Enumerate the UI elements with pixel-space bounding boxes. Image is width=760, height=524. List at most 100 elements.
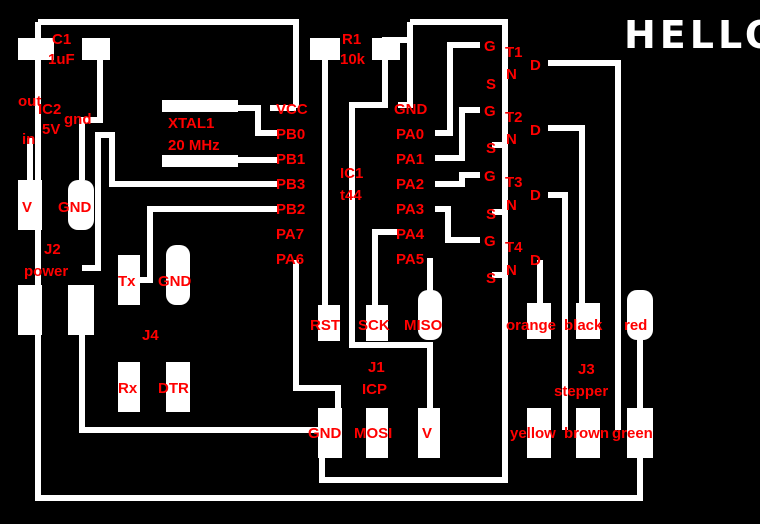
ic1-pin-pb1: PB1 bbox=[276, 151, 305, 168]
pad-j1-gnd bbox=[318, 408, 342, 458]
t3-pin-g: G bbox=[484, 168, 496, 185]
pad-r1-left bbox=[310, 38, 340, 60]
pad-j4-rx bbox=[118, 362, 140, 412]
trace-outer-ground bbox=[35, 38, 643, 501]
ic1-pin-gnd: GND bbox=[394, 101, 428, 118]
trace-pa0-g1 bbox=[435, 42, 480, 136]
j1-pin-gnd: GND bbox=[308, 425, 342, 442]
pad-j1-rst bbox=[318, 305, 340, 341]
trace-pa4-sck bbox=[372, 229, 398, 305]
t3-pin-n: N bbox=[506, 197, 517, 214]
j1-pin-sck: SCK bbox=[358, 317, 390, 334]
j2-name: J2 bbox=[44, 241, 61, 258]
trace-d1 bbox=[548, 60, 621, 430]
j3-pin-yellow: yellow bbox=[510, 425, 556, 442]
j4-pin-tx: Tx bbox=[118, 273, 136, 290]
j3-pin-red: red bbox=[624, 317, 647, 334]
ic2-value: 5V bbox=[42, 121, 60, 138]
j1-pin-v: V bbox=[422, 425, 432, 442]
pad-j1-v bbox=[418, 408, 440, 458]
j4-pin-rx: Rx bbox=[118, 380, 138, 397]
j2-value: power bbox=[24, 263, 68, 280]
trace-d3 bbox=[548, 192, 568, 430]
t1-pin-g: G bbox=[484, 38, 496, 55]
ic1-pin-pb2: PB2 bbox=[276, 201, 305, 218]
t1-pin-s: S bbox=[486, 76, 496, 93]
trace-power-bottom bbox=[79, 330, 322, 433]
xtal1-name: XTAL1 bbox=[168, 115, 214, 132]
pad-j1-sck bbox=[366, 305, 388, 341]
ic1-pin-pa0: PA0 bbox=[396, 126, 424, 143]
t4-pin-g: G bbox=[484, 233, 496, 250]
silkscreen-labels: HELLO C1 1uF R1 10k out IC2 gnd 5V in XT… bbox=[18, 13, 760, 442]
pad-j2-3 bbox=[18, 285, 42, 335]
pad-j2-4 bbox=[68, 285, 94, 335]
j3-pin-green: green bbox=[612, 425, 653, 442]
pad-j3-black bbox=[576, 303, 600, 339]
j4-name: J4 bbox=[142, 327, 159, 344]
t1-name: T1 bbox=[505, 44, 523, 61]
trace-pa2-g3 bbox=[435, 172, 480, 187]
t1-pin-n: N bbox=[506, 66, 517, 83]
pad-j4-dtr bbox=[166, 362, 190, 412]
trace-xtal-pb0 bbox=[238, 105, 278, 136]
j2-pin-gnd: GND bbox=[58, 199, 92, 216]
trace-sources bbox=[319, 82, 508, 483]
j3-value: stepper bbox=[554, 383, 608, 400]
trace-pa6-mosi bbox=[293, 260, 341, 420]
t2-pin-d: D bbox=[530, 122, 541, 139]
r1-name: R1 bbox=[342, 31, 361, 48]
ic1-value: t44 bbox=[340, 187, 362, 204]
pad-j3-green bbox=[627, 408, 653, 458]
pad-j4-tx bbox=[118, 255, 140, 305]
j3-name: J3 bbox=[578, 361, 595, 378]
pad-j2-v bbox=[18, 180, 42, 230]
r1-value: 10k bbox=[340, 51, 366, 68]
t4-pin-n: N bbox=[506, 262, 517, 279]
ic1-pin-vcc: VCC bbox=[276, 101, 308, 118]
copper-traces bbox=[27, 19, 643, 501]
j4-pin-gnd: GND bbox=[158, 273, 192, 290]
t4-pin-d: D bbox=[530, 252, 541, 269]
trace-top-right bbox=[410, 19, 508, 100]
pad-j3-brown bbox=[576, 408, 600, 458]
trace-gnd-pin bbox=[398, 22, 413, 108]
j3-pin-black: black bbox=[564, 317, 603, 334]
ic1-pin-pa5: PA5 bbox=[396, 251, 424, 268]
trace-pb3 bbox=[82, 132, 278, 271]
copper-pads bbox=[18, 38, 653, 458]
t1-pin-d: D bbox=[530, 57, 541, 74]
pad-c1-left bbox=[18, 38, 54, 60]
j1-value: ICP bbox=[362, 381, 387, 398]
c1-name: C1 bbox=[52, 31, 71, 48]
board-title: HELLO bbox=[624, 13, 760, 57]
ic2-pin-in: in bbox=[22, 131, 35, 148]
ic2-name: IC2 bbox=[38, 101, 61, 118]
pad-j3-orange bbox=[527, 303, 551, 339]
ic1-pin-pa1: PA1 bbox=[396, 151, 424, 168]
ic2-pin-out: out bbox=[18, 93, 41, 110]
j3-pin-brown: brown bbox=[564, 425, 609, 442]
t2-pin-g: G bbox=[484, 103, 496, 120]
ic2-pin-gnd: gnd bbox=[64, 111, 92, 128]
t2-name: T2 bbox=[505, 109, 523, 126]
j1-pin-mosi: MOSI bbox=[354, 425, 392, 442]
ic1-pin-pa3: PA3 bbox=[396, 201, 424, 218]
trace-pa1-g2 bbox=[435, 107, 480, 161]
ic1-pin-pa2: PA2 bbox=[396, 176, 424, 193]
ic1-pin-pb3: PB3 bbox=[276, 176, 305, 193]
j1-pin-rst: RST bbox=[310, 317, 340, 334]
ic1-name: IC1 bbox=[340, 165, 363, 182]
j1-pin-miso: MISO bbox=[404, 317, 443, 334]
pad-xtal-bottom bbox=[162, 155, 238, 167]
trace-d2 bbox=[548, 125, 585, 305]
t4-name: T4 bbox=[505, 239, 523, 256]
ic1-pin-pb0: PB0 bbox=[276, 126, 305, 143]
t3-name: T3 bbox=[505, 174, 523, 191]
j4-pin-dtr: DTR bbox=[158, 380, 189, 397]
t2-pin-s: S bbox=[486, 140, 496, 157]
j3-pin-orange: orange bbox=[506, 317, 556, 334]
trace-pa3-g4 bbox=[435, 206, 480, 243]
j1-name: J1 bbox=[368, 359, 385, 376]
pad-c1-right bbox=[82, 38, 110, 60]
